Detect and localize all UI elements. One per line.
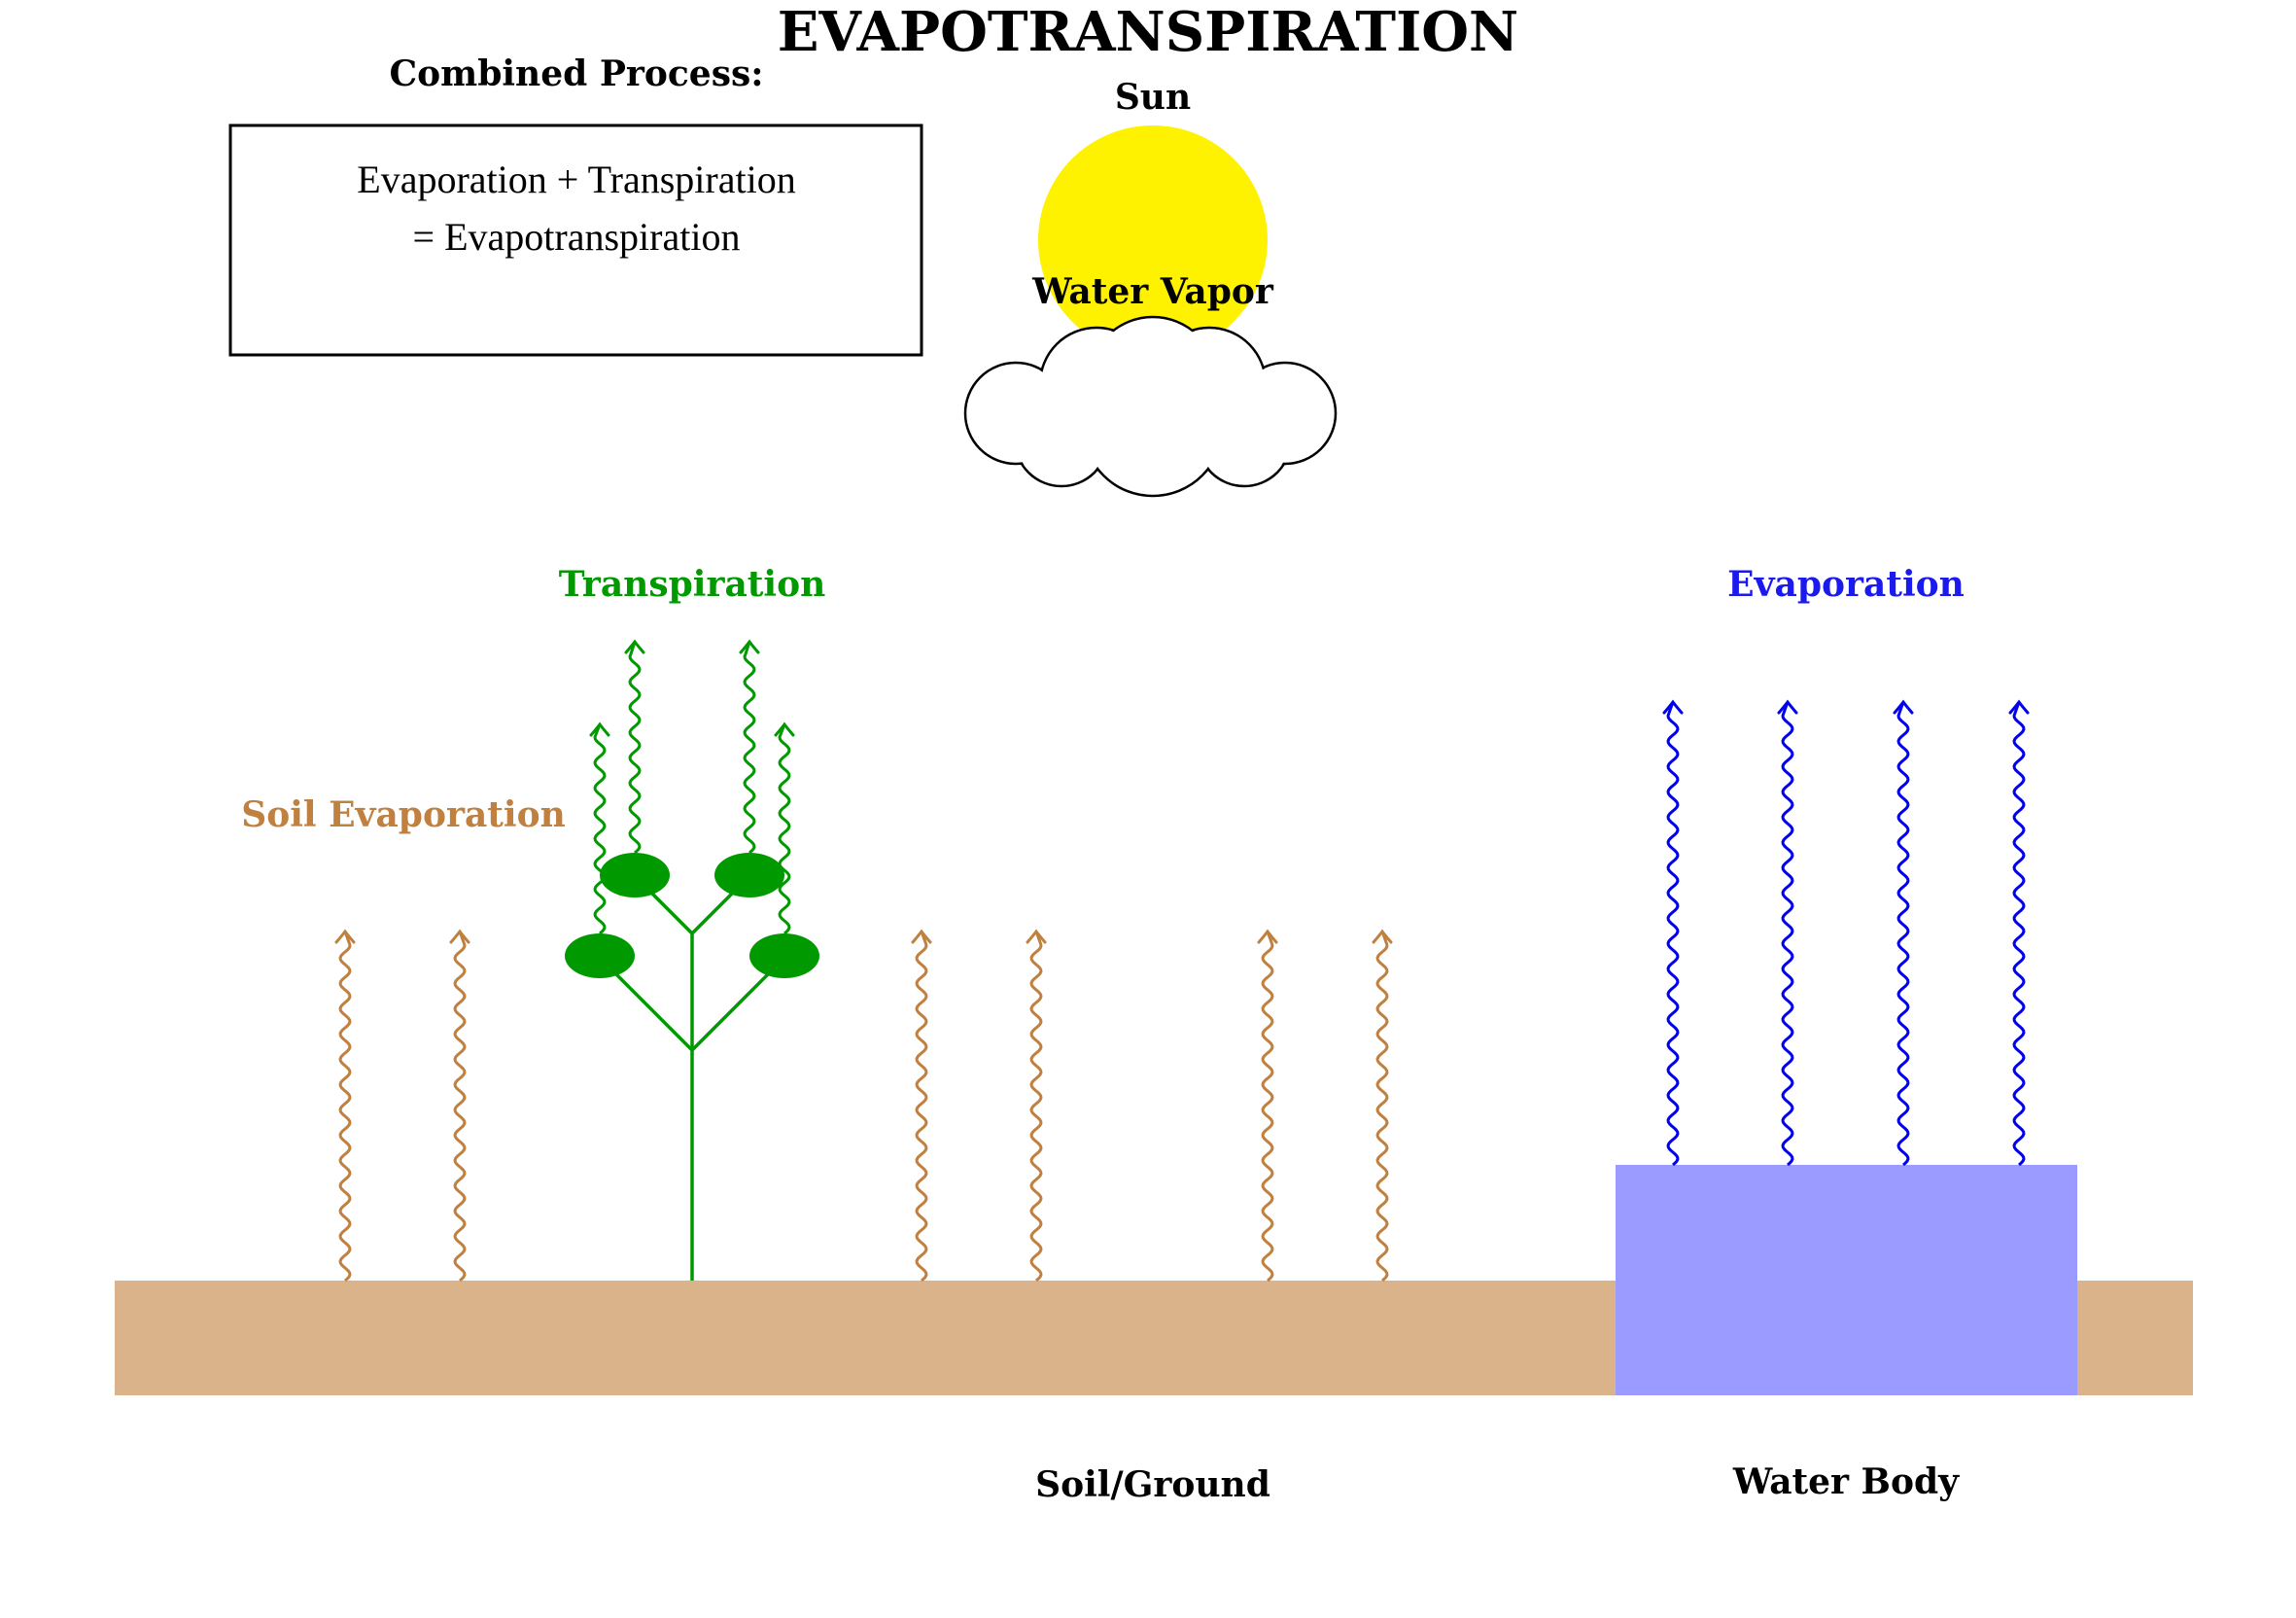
soil-evaporation-arrow — [449, 929, 470, 1283]
water-evaporation-arrows — [1662, 699, 2030, 1167]
combined-process-heading: Combined Process: — [389, 53, 763, 94]
soil-evaporation-arrow — [1026, 929, 1047, 1283]
leaf — [565, 933, 635, 978]
water-body — [1616, 1165, 2077, 1395]
transpiration-arrows — [589, 639, 795, 935]
transpiration-arrow — [739, 639, 760, 855]
water-evaporation-arrow — [1662, 699, 1684, 1167]
water-evaporation-arrow — [2008, 699, 2030, 1167]
water-evaporation-arrow — [1893, 699, 1914, 1167]
equation-line-1: Evaporation + Transpiration — [357, 158, 795, 201]
water-body-label: Water Body — [1732, 1461, 1960, 1502]
leaf — [714, 853, 784, 897]
soil-evaporation-arrows — [334, 929, 1393, 1283]
equation-line-2: = Evapotranspiration — [413, 215, 741, 259]
leaf — [600, 853, 670, 897]
transpiration-arrow — [589, 721, 610, 935]
sun-icon — [1038, 125, 1268, 355]
soil-evaporation-arrow — [911, 929, 932, 1283]
soil-ground-label: Soil/Ground — [1035, 1464, 1270, 1505]
soil-evaporation-arrow — [1372, 929, 1393, 1283]
equation-box — [228, 123, 923, 357]
soil-evaporation-arrow — [334, 929, 356, 1283]
transpiration-arrow — [774, 721, 795, 935]
transpiration-label: Transpiration — [559, 564, 826, 605]
leaf — [749, 933, 819, 978]
soil-evaporation-arrow — [1257, 929, 1278, 1283]
transpiration-arrow — [624, 639, 645, 855]
plant-leaves — [565, 853, 819, 978]
sun-label: Sun — [1115, 77, 1191, 118]
diagram-title: EVAPOTRANSPIRATION — [778, 0, 1518, 64]
cloud-fill — [966, 318, 1335, 495]
plant-icon — [598, 873, 786, 1281]
water-vapor-label: Water Vapor — [1031, 271, 1274, 312]
evaporation-label: Evaporation — [1727, 564, 1965, 605]
water-evaporation-arrow — [1777, 699, 1798, 1167]
soil-evaporation-label: Soil Evaporation — [241, 794, 566, 835]
